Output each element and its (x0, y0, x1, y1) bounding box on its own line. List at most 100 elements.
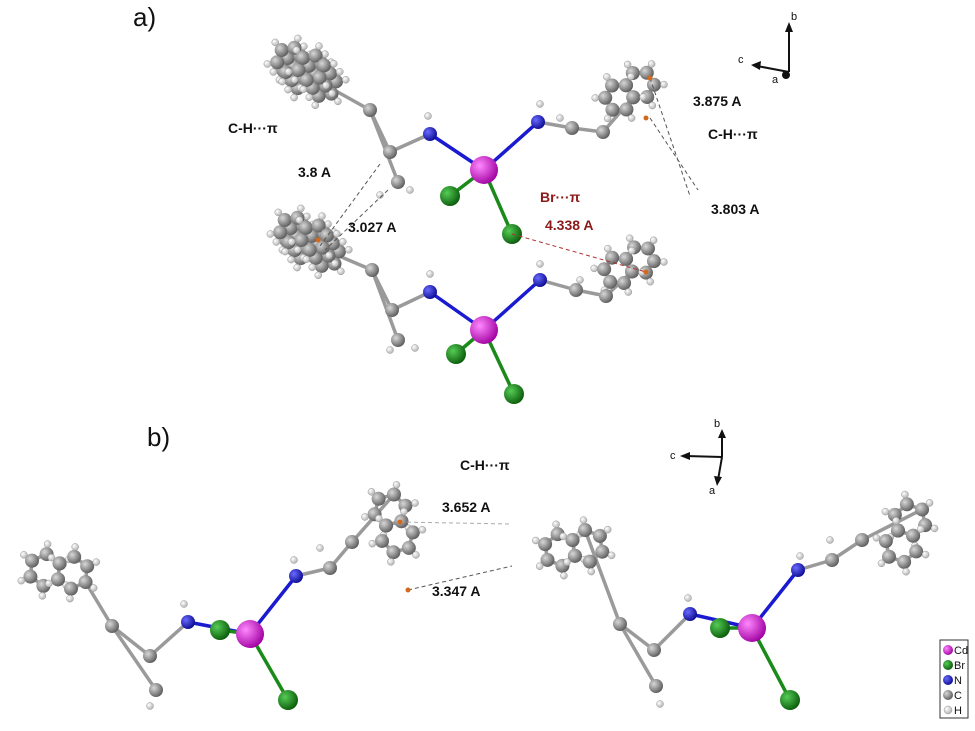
h-atom (20, 551, 28, 559)
h-atom (287, 237, 296, 246)
distance-label-4338: 4.338 A (545, 217, 594, 233)
c-atom (345, 535, 359, 549)
c-atom (316, 58, 331, 73)
h-atom (278, 77, 286, 86)
axis-triad-b: b c a (670, 418, 726, 497)
h-atom (71, 543, 79, 551)
h-atom (925, 499, 934, 507)
h-atom (532, 536, 540, 545)
n-atom (181, 615, 195, 629)
h-atom (660, 258, 668, 266)
c-atom (143, 649, 157, 663)
c-atom (365, 263, 379, 277)
h-atom (902, 567, 910, 576)
h-atom (627, 72, 635, 81)
h-atom (649, 236, 658, 245)
c-atom (569, 283, 583, 297)
c-atom (592, 528, 607, 543)
bond (583, 528, 622, 626)
h-atom (921, 550, 930, 559)
bond (368, 108, 400, 184)
distance-label-3347: 3.347 A (432, 583, 481, 599)
h-atom (627, 114, 636, 122)
h-atom (318, 212, 326, 220)
c-atom (646, 77, 661, 92)
legend-label-c: C (954, 690, 962, 702)
h-atom (333, 229, 341, 238)
h-atom (877, 559, 886, 568)
c-atom (909, 544, 924, 559)
centroid-marker (643, 269, 649, 275)
bond (370, 268, 400, 342)
h-atom (316, 544, 324, 552)
h-atom (284, 85, 292, 94)
c-atom (294, 232, 309, 247)
c-atom (599, 289, 613, 303)
h-atom (536, 100, 544, 108)
h-atom (266, 230, 275, 238)
h-atom (552, 520, 560, 529)
axis-label-c2: c (670, 450, 676, 462)
interaction-label-ch-pi-right: C-H···π (708, 126, 758, 142)
n-atom (683, 607, 697, 621)
c-atom (273, 225, 288, 240)
h-atom (295, 216, 304, 224)
c-atom (881, 549, 896, 564)
br-atom (440, 186, 460, 206)
c-atom (386, 545, 401, 560)
h-atom (272, 238, 281, 246)
h-atom (315, 42, 323, 50)
c-atom (617, 276, 632, 291)
c-atom (598, 90, 613, 105)
distance-label-3652: 3.652 A (442, 499, 491, 515)
h-atom (274, 208, 282, 217)
c-atom (387, 487, 402, 502)
c-atom (291, 62, 306, 77)
distance-label-3875: 3.875 A (693, 93, 742, 109)
centroid-marker (405, 587, 411, 593)
h-atom (560, 571, 568, 580)
h-atom (623, 60, 632, 69)
h-atom (387, 558, 395, 566)
h-atom (146, 702, 154, 710)
h-atom (625, 234, 634, 243)
c-atom (67, 549, 82, 564)
c-atom (646, 254, 661, 269)
h-atom (411, 499, 419, 507)
h-atom (303, 212, 311, 221)
bond (110, 624, 158, 692)
h-atom (287, 255, 295, 264)
legend-swatch-h (943, 705, 953, 715)
h-atom (872, 534, 881, 542)
legend-swatch-br (943, 660, 953, 670)
bond (148, 620, 190, 658)
legend-label-n: N (954, 675, 962, 687)
br-atom (446, 344, 466, 364)
axis-label-b2: b (714, 418, 720, 430)
centroid-marker (397, 519, 403, 525)
c-atom (538, 537, 553, 552)
legend-swatch-n (943, 675, 953, 685)
c-atom (565, 121, 579, 135)
h-atom (556, 114, 564, 122)
h-atom (412, 551, 420, 559)
panel-b-label: b) (147, 422, 170, 452)
c-atom (78, 575, 93, 590)
h-atom (796, 552, 804, 560)
c-atom (23, 569, 38, 584)
h-atom (290, 556, 298, 564)
c-atom (906, 528, 921, 543)
h-atom (400, 507, 408, 516)
c-atom (582, 554, 597, 569)
contact-line-3347 (407, 565, 513, 591)
h-atom (411, 344, 419, 352)
c-atom (385, 303, 399, 317)
h-atom (576, 276, 584, 284)
c-atom (270, 55, 285, 70)
h-atom (392, 481, 401, 489)
c-atom (897, 554, 912, 569)
legend-swatch-cd (943, 645, 953, 655)
h-atom (294, 34, 302, 43)
h-atom (325, 251, 333, 260)
h-atom (916, 525, 925, 533)
